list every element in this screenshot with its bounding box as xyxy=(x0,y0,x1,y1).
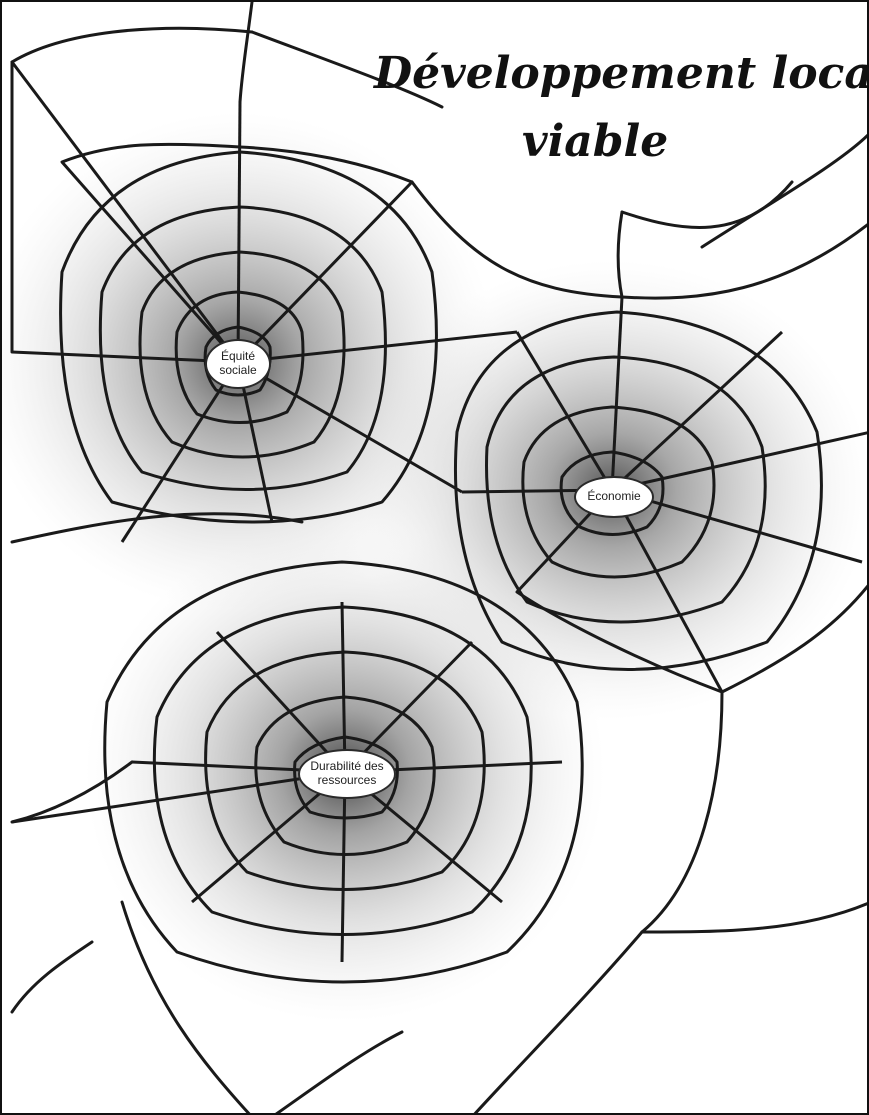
title-line-1: Développement local xyxy=(374,52,869,96)
node-economie: Économie xyxy=(574,476,654,518)
node-durabilite-ressources: Durabilité des ressources xyxy=(298,749,396,799)
node-economie-label: Économie xyxy=(587,490,640,504)
title-line-2: viable xyxy=(522,120,668,164)
node-equite-sociale: Équité sociale xyxy=(205,339,271,389)
node-equite-sociale-label: Équité sociale xyxy=(219,350,256,378)
node-durabilite-ressources-label: Durabilité des ressources xyxy=(310,760,383,788)
